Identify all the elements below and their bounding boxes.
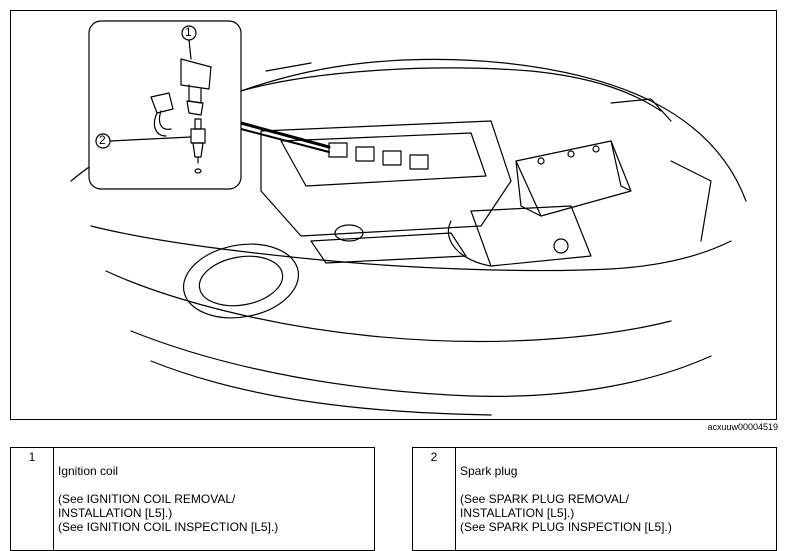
legend-title: Spark plug <box>460 464 518 478</box>
component-inset <box>88 20 242 190</box>
coil-pack-row <box>328 142 429 170</box>
legend-references: (See IGNITION COIL REMOVAL/ INSTALLATION… <box>58 492 279 534</box>
legend-description: Ignition coil (See IGNITION COIL REMOVAL… <box>53 447 375 551</box>
engine-bay-drawing <box>70 20 747 416</box>
engine-illustration: 1 2 <box>10 10 777 420</box>
legend-title: Ignition coil <box>58 464 119 478</box>
legend-row: 2 Spark plug (See SPARK PLUG REMOVAL/ IN… <box>412 447 777 551</box>
legend-table-ignition-coil: 1 Ignition coil (See IGNITION COIL REMOV… <box>10 447 375 551</box>
callout-1-label: 1 <box>185 25 192 39</box>
image-id: acxuuw00004519 <box>707 422 778 432</box>
legend-row: 1 Ignition coil (See IGNITION COIL REMOV… <box>10 447 375 551</box>
callout-2-label: 2 <box>99 133 106 147</box>
legend-references: (See SPARK PLUG REMOVAL/ INSTALLATION [L… <box>460 492 672 534</box>
legend-description: Spark plug (See SPARK PLUG REMOVAL/ INST… <box>455 447 777 551</box>
legend-number: 1 <box>10 447 54 551</box>
legend-number: 2 <box>412 447 456 551</box>
legend-table-spark-plug: 2 Spark plug (See SPARK PLUG REMOVAL/ IN… <box>412 447 777 551</box>
